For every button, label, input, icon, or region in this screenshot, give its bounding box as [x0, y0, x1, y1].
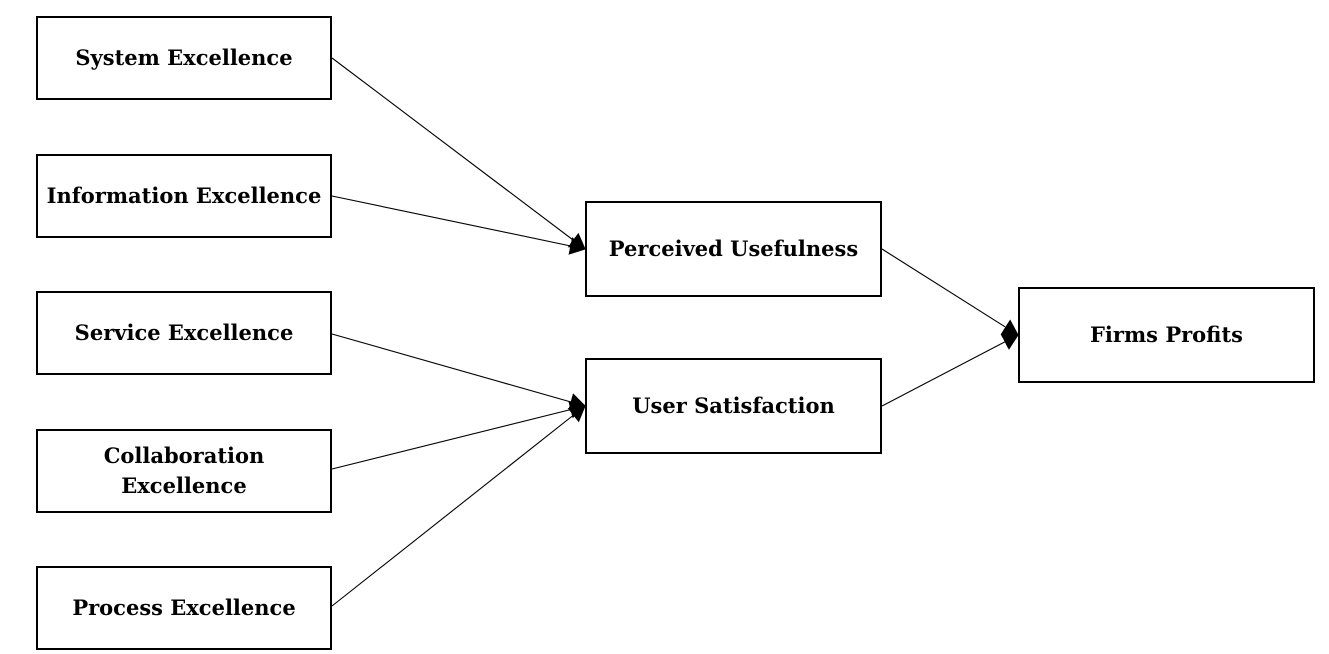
node-system-excellence: System Excellence [36, 16, 332, 100]
node-perceived-usefulness: Perceived Usefulness [585, 201, 882, 297]
node-label: Information Excellence [46, 183, 322, 208]
node-label: Perceived Usefulness [608, 236, 859, 261]
edge-collaboration-to-user-satisfaction [331, 400, 586, 470]
edge-system-to-perceived-usefulness [331, 57, 586, 250]
node-label: Collaboration Excellence [103, 443, 265, 498]
node-label: User Satisfaction [632, 393, 835, 418]
edge-process-to-user-satisfaction [331, 405, 586, 607]
edge-user-satisfaction-to-firms-profits [881, 333, 1019, 407]
node-label: Process Excellence [72, 595, 296, 620]
node-label: Firms Profits [1090, 322, 1243, 347]
node-process-excellence: Process Excellence [36, 566, 332, 650]
node-information-excellence: Information Excellence [36, 154, 332, 238]
node-user-satisfaction: User Satisfaction [585, 358, 882, 454]
node-collaboration-excellence: Collaboration Excellence [36, 429, 332, 513]
edge-perceived-usefulness-to-firms-profits [881, 248, 1019, 336]
node-firms-profits: Firms Profits [1018, 287, 1315, 383]
node-label: System Excellence [75, 45, 293, 70]
node-service-excellence: Service Excellence [36, 291, 332, 375]
node-label: Service Excellence [74, 320, 294, 345]
edge-information-to-perceived-usefulness [331, 195, 586, 255]
edge-service-to-user-satisfaction [331, 333, 586, 411]
